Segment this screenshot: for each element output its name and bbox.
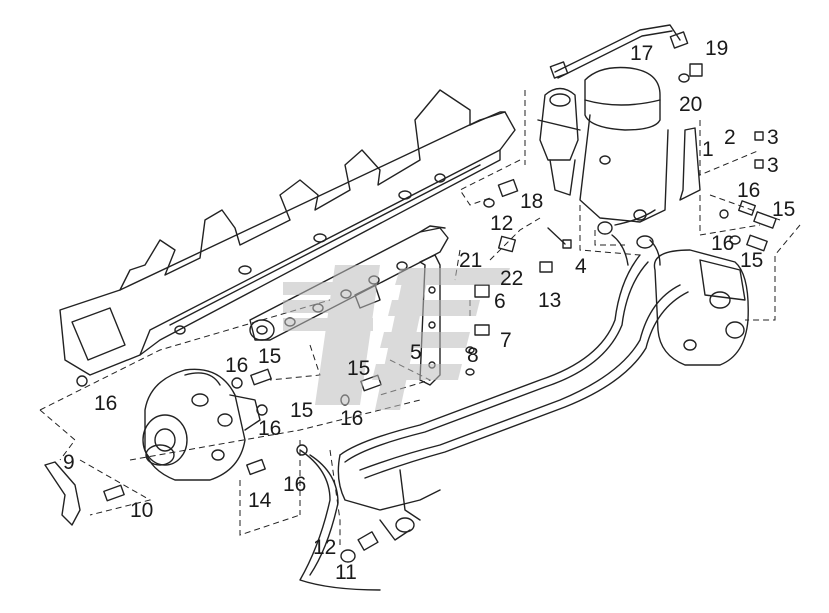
callout-15b: 15 xyxy=(740,249,764,272)
callout-16c: 16 xyxy=(225,354,249,377)
fitting-10 xyxy=(103,484,125,502)
callout-20: 20 xyxy=(679,93,703,116)
high-pressure-pump xyxy=(142,368,261,481)
callout-8: 8 xyxy=(467,344,479,367)
callout-21: 21 xyxy=(459,249,483,272)
callout-7: 7 xyxy=(500,329,512,352)
callout-12b: 12 xyxy=(313,536,337,559)
callout-18: 18 xyxy=(520,190,544,213)
watermark-logo xyxy=(283,265,510,410)
callout-17: 17 xyxy=(630,42,654,65)
callout-12a: 12 xyxy=(490,212,514,235)
callout-3b: 3 xyxy=(767,154,779,177)
callout-22: 22 xyxy=(500,267,524,290)
fuel-filter-housing xyxy=(537,24,689,235)
callout-19: 19 xyxy=(705,37,729,60)
callout-3a: 3 xyxy=(767,126,779,149)
fuel-lines xyxy=(299,234,689,591)
callout-16e: 16 xyxy=(258,417,282,440)
pump-bracket xyxy=(44,461,81,526)
callout-15c: 15 xyxy=(258,345,282,368)
callout-16g: 16 xyxy=(283,473,307,496)
callout-6: 6 xyxy=(494,290,506,313)
callout-2: 2 xyxy=(724,126,736,149)
callout-16f: 16 xyxy=(94,392,118,415)
callout-5: 5 xyxy=(410,341,422,364)
callout-4: 4 xyxy=(575,255,587,278)
callout-9: 9 xyxy=(63,451,75,474)
intake-manifold xyxy=(59,89,516,376)
callout-15d: 15 xyxy=(347,357,371,380)
callout-16a: 16 xyxy=(737,179,761,202)
callout-14: 14 xyxy=(248,489,272,512)
callout-10: 10 xyxy=(130,499,154,522)
callout-13: 13 xyxy=(538,289,562,312)
callout-11: 11 xyxy=(335,561,357,584)
callout-15e: 15 xyxy=(290,399,314,422)
callout-16b: 16 xyxy=(711,232,735,255)
bracket-part xyxy=(679,127,701,201)
callout-16d: 16 xyxy=(340,407,364,430)
callout-1: 1 xyxy=(702,138,714,161)
callout-15a: 15 xyxy=(772,198,796,221)
fuel-cooler xyxy=(653,249,749,366)
